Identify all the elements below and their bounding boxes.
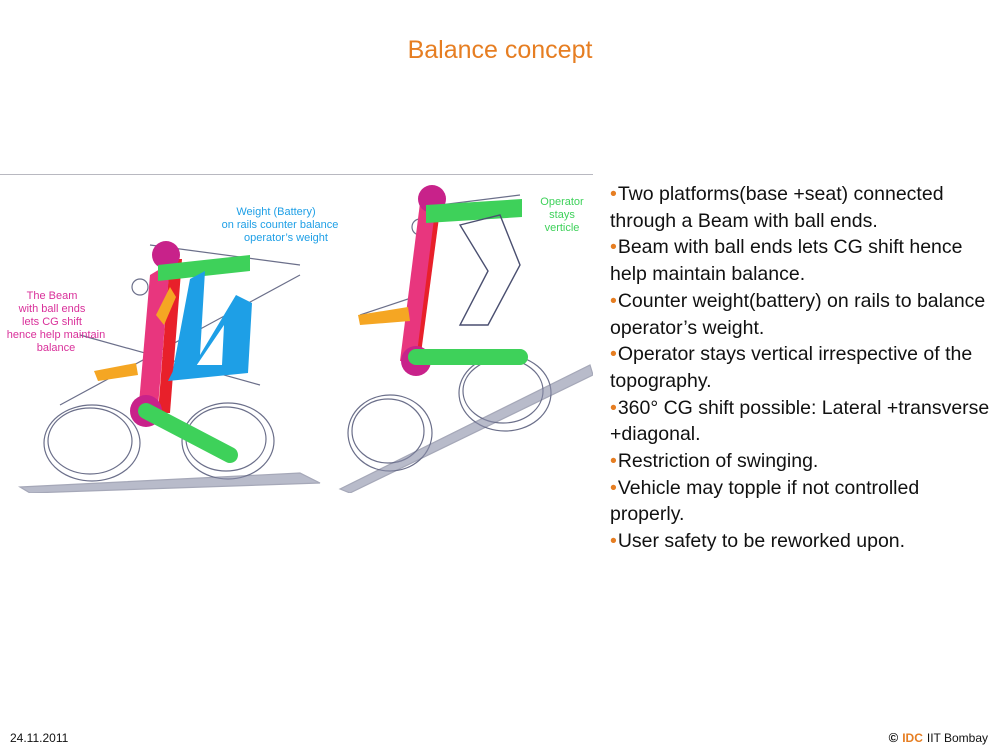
beam-label-line: hence help maintain xyxy=(7,329,105,341)
operator-label-line: stays xyxy=(549,209,575,221)
footer-org-short: IDC xyxy=(902,730,923,745)
bullet-list: •Two platforms(base +seat) connected thr… xyxy=(610,181,990,555)
bullet-item: •Two platforms(base +seat) connected thr… xyxy=(610,181,990,234)
bullet-text: Operator stays vertical irrespective of … xyxy=(610,343,973,392)
bullet-text: Two platforms(base +seat) connected thro… xyxy=(610,183,944,232)
operator-label-line: Operator xyxy=(540,196,584,208)
bullet-text: Counter weight(battery) on rails to bala… xyxy=(610,289,986,339)
bullet-text: Restriction of swinging. xyxy=(617,450,819,473)
footer-brand: © IDC IIT Bombay xyxy=(889,730,988,745)
beam-label-line: lets CG shift xyxy=(22,316,82,328)
operator-label: Operator stays verticle xyxy=(540,196,584,234)
bullet-item: •Counter weight(battery) on rails to bal… xyxy=(610,288,990,341)
weight-label-line: Weight (Battery) xyxy=(236,206,315,218)
beam-label-line: balance xyxy=(37,342,76,354)
bullet-dot: • xyxy=(610,530,617,553)
footer-org-name: IIT Bombay xyxy=(926,730,988,745)
beam-label-line: The Beam xyxy=(27,290,78,302)
weight-label: Weight (Battery) on rails counter balanc… xyxy=(222,206,339,244)
copyright-icon: © xyxy=(888,730,899,745)
right-colored-parts xyxy=(358,185,528,376)
bullet-text: Beam with ball ends lets CG shift hence … xyxy=(610,236,963,286)
bullet-item: •Vehicle may topple if not controlled pr… xyxy=(610,475,990,528)
bullet-dot: • xyxy=(610,289,617,312)
left-vehicle-sketch xyxy=(17,244,321,493)
bullet-text: 360° CG shift possible: Lateral +transve… xyxy=(610,396,990,446)
slide-title: Balance concept xyxy=(407,36,593,64)
bullet-dot: • xyxy=(610,343,617,366)
bullet-item: •Operator stays vertical irrespective of… xyxy=(610,341,990,394)
bullet-dot: • xyxy=(610,476,617,499)
bullet-item: •360° CG shift possible: Lateral +transv… xyxy=(610,395,990,448)
footer-date: 24.11.2011 xyxy=(10,731,69,745)
bullet-dot: • xyxy=(610,183,617,205)
bullet-dot: • xyxy=(610,450,617,473)
sketch-drawing: The Beam with ball ends lets CG shift he… xyxy=(7,185,593,493)
bullet-text: User safety to be reworked upon. xyxy=(617,530,906,553)
right-vehicle-sketch xyxy=(338,194,593,493)
bullet-text: Vehicle may topple if not controlled pro… xyxy=(610,476,920,526)
left-colored-parts xyxy=(94,241,252,463)
balance-concept-sketch: The Beam with ball ends lets CG shift he… xyxy=(0,174,593,493)
operator-label-line: verticle xyxy=(545,222,580,234)
weight-label-line: on rails counter balance xyxy=(222,219,339,231)
bullet-item: •Restriction of swinging. xyxy=(610,448,990,475)
bullet-item: •User safety to be reworked upon. xyxy=(610,528,990,555)
bullet-item: •Beam with ball ends lets CG shift hence… xyxy=(610,234,990,287)
beam-label: The Beam with ball ends lets CG shift he… xyxy=(7,290,105,354)
weight-label-line: operator’s weight xyxy=(244,232,328,244)
bullet-dot: • xyxy=(610,236,617,259)
bullet-dot: • xyxy=(610,396,617,419)
beam-label-line: with ball ends xyxy=(18,303,86,315)
